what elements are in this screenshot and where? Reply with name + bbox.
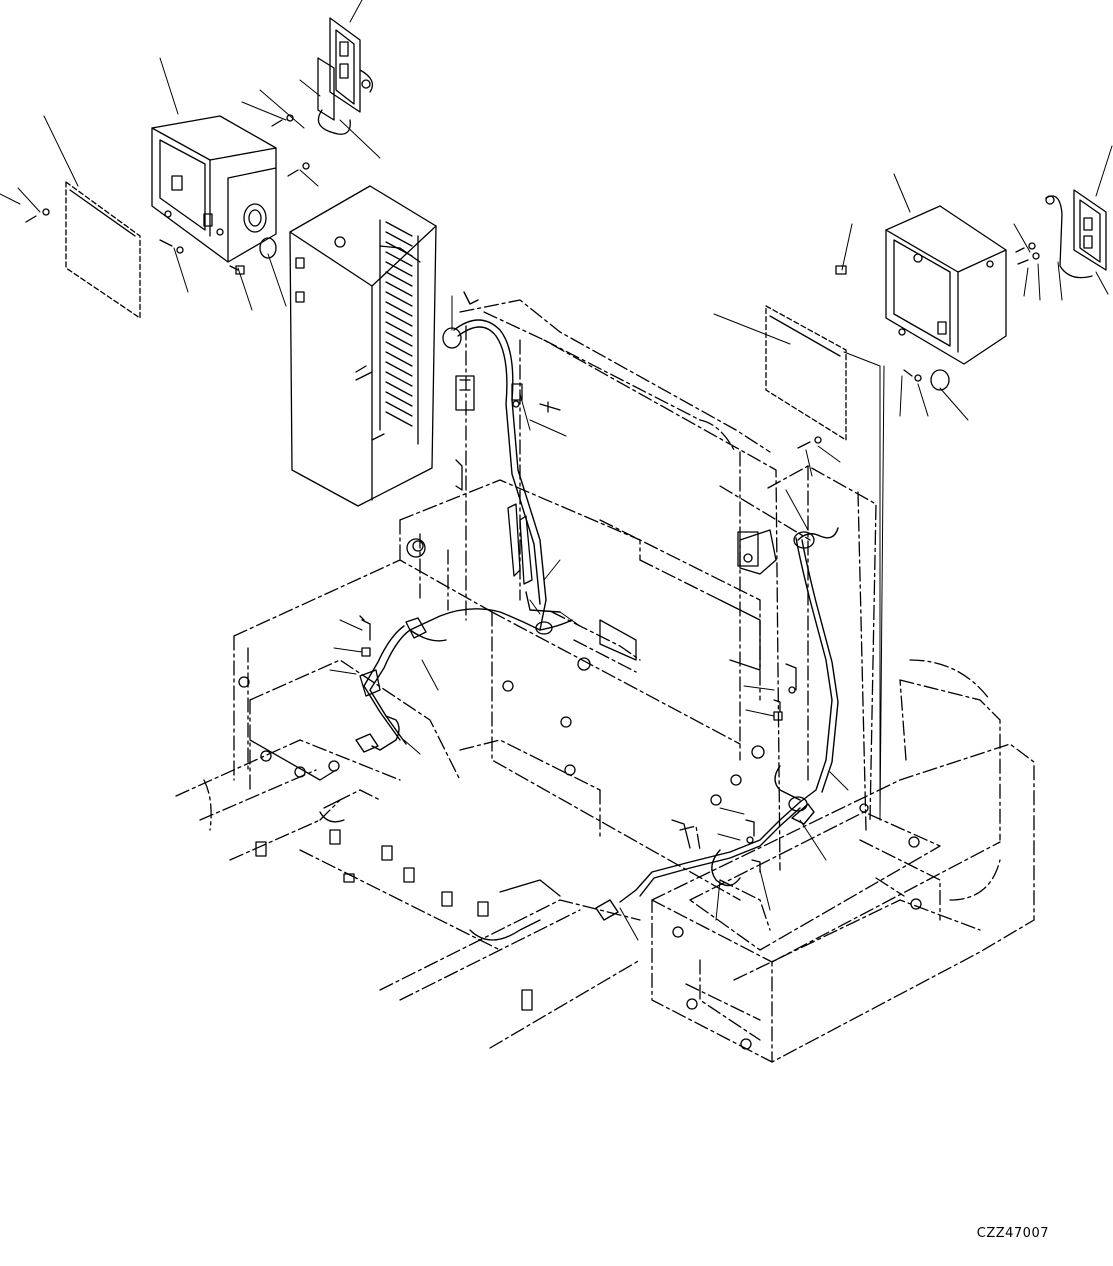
counterweight-bolts (673, 804, 921, 1049)
rear-frame-rail (460, 300, 876, 870)
left-leader-lines (0, 0, 452, 330)
left-guard-post (290, 186, 436, 506)
left-junction-box (152, 116, 276, 262)
drawing-code: CZZ47007 (976, 1226, 1049, 1241)
revolving-frame (176, 480, 760, 1048)
right-fasteners (798, 243, 1039, 448)
left-box-cover (66, 182, 140, 318)
right-box-cover (766, 306, 846, 440)
harness-clamps (360, 376, 814, 872)
right-leader-lines (714, 146, 1112, 820)
center-leader-lines (330, 394, 848, 940)
counterweight (652, 660, 1034, 1062)
right-junction-box (886, 206, 1006, 364)
left-terminal-block (318, 18, 372, 134)
left-fasteners (26, 115, 461, 348)
frame-details (239, 460, 776, 1010)
right-terminal-block (1046, 190, 1106, 278)
